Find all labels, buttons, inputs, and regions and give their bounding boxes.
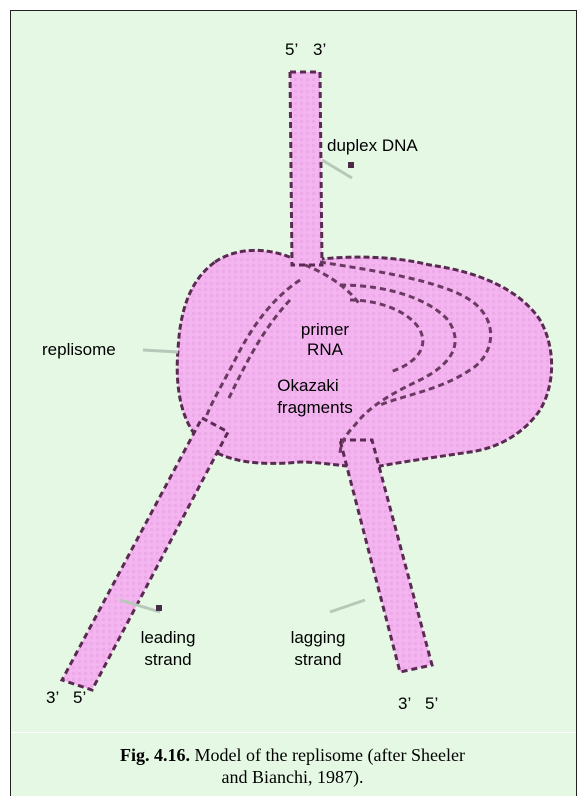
caption-text-line2: and Bianchi, 1987). [0, 766, 585, 788]
bottom-right-5prime-label: 5’ [425, 694, 438, 714]
okazaki-fragments-label-line2: fragments [265, 398, 365, 418]
leading-strand-label-line1: leading [128, 628, 208, 648]
caption-number: Fig. 4.16. [120, 745, 190, 765]
lagging-strand-label-line2: strand [278, 650, 358, 670]
figure-caption: Fig. 4.16. Model of the replisome (after… [0, 744, 585, 788]
caption-text-line1: Model of the replisome (after Sheeler [195, 745, 465, 765]
top-3prime-label: 3’ [313, 40, 326, 60]
leading-strand-label-line2: strand [128, 650, 208, 670]
lagging-strand-label-line1: lagging [278, 628, 358, 648]
duplex-dna-label: duplex DNA [327, 136, 418, 156]
duplex-dna-strand [290, 72, 322, 265]
bottom-right-3prime-label: 3’ [398, 694, 411, 714]
top-5prime-label: 5’ [285, 40, 298, 60]
primer-rna-label-line1: primer [285, 320, 365, 340]
bottom-left-3prime-label: 3’ [46, 688, 59, 708]
okazaki-fragments-label-line1: Okazaki [258, 376, 358, 396]
primer-rna-label-line2: RNA [285, 340, 365, 360]
duplex-pointer-dot [348, 162, 354, 168]
leading-pointer-dot [156, 605, 162, 611]
bottom-left-5prime-label: 5’ [73, 688, 86, 708]
replisome-label: replisome [42, 340, 116, 360]
